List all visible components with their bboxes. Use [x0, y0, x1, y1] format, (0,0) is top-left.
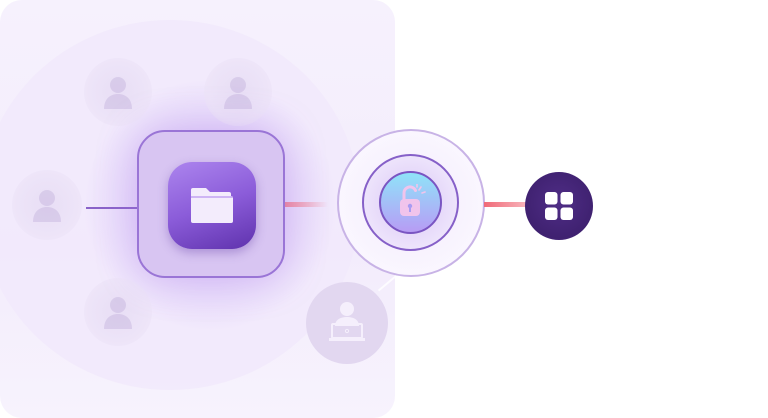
ghost-user-avatar: [84, 58, 152, 126]
ghost-user-avatar: [12, 170, 82, 240]
unlock-icon: [400, 184, 426, 216]
folder-icon: [191, 188, 233, 223]
user-icon: [104, 297, 132, 329]
apps-grid-icon: [545, 192, 573, 220]
apps-node[interactable]: [525, 172, 593, 240]
connector-line-folder-lock: [256, 202, 328, 207]
user-laptop-node[interactable]: [306, 282, 388, 364]
ghost-user-avatar: [84, 278, 152, 346]
unlock-node[interactable]: [379, 171, 442, 234]
ghost-user-avatar: [204, 58, 272, 126]
user-icon: [33, 190, 61, 222]
user-icon: [104, 77, 132, 109]
user-laptop-icon: [329, 302, 365, 341]
connector-line-lock-apps: [484, 202, 528, 207]
user-icon: [224, 77, 252, 109]
folder-node[interactable]: [168, 162, 256, 249]
connector-line-left: [86, 207, 138, 209]
